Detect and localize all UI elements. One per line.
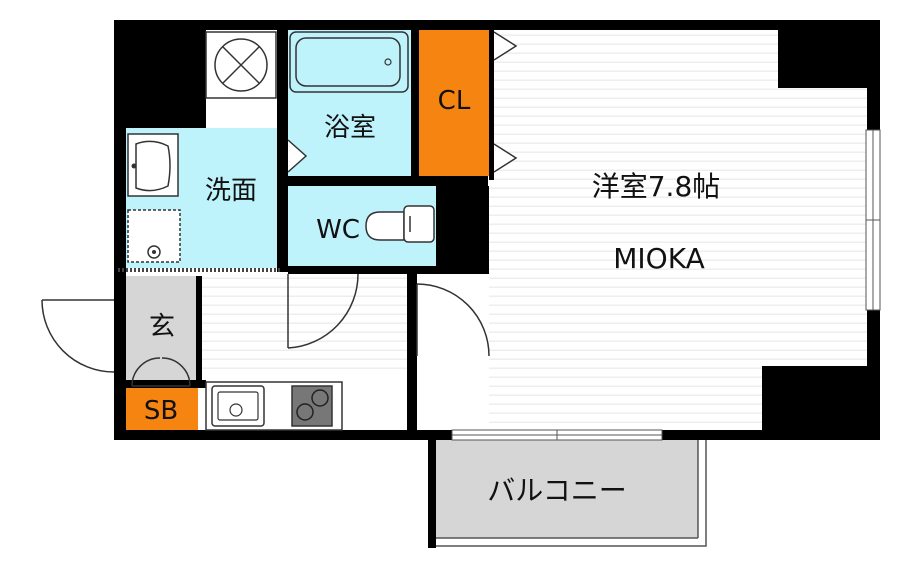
closet-doors[interactable] [493, 31, 518, 173]
bathroom-label: 浴室 [324, 113, 376, 143]
toilet-label: WC [316, 215, 360, 245]
western-room-floor [489, 30, 867, 430]
washing-machine-icon [127, 209, 181, 263]
right-window [865, 129, 881, 311]
bathroom-door[interactable] [287, 139, 308, 173]
balcony-railing [436, 440, 707, 547]
ventilation-fan-icon [205, 31, 277, 99]
washroom-label: 洗面 [205, 176, 257, 206]
balcony-label: バルコニー [487, 474, 626, 507]
entrance-door[interactable] [41, 299, 115, 373]
balcony-floor [436, 438, 698, 538]
washbasin-icon [127, 133, 179, 197]
owner-name-label: MIOKA [613, 242, 704, 275]
toilet-door[interactable] [287, 273, 359, 349]
entrance-floor [126, 276, 200, 382]
shoe-box-label: SB [144, 396, 178, 426]
stove-icon [291, 385, 333, 427]
room-door[interactable] [416, 283, 490, 357]
western-room-label: 洋室7.8帖 [592, 170, 721, 203]
bathtub-icon [289, 31, 409, 93]
closet-fill [419, 30, 489, 176]
closet-label: CL [438, 86, 471, 116]
entrance-label: 玄 [149, 312, 175, 342]
kitchen-hall-floor [200, 272, 412, 376]
shoe-box-doors[interactable] [131, 357, 191, 387]
kitchen-sink-icon [211, 385, 265, 427]
balcony-window [451, 429, 663, 441]
toilet-bowl-icon [365, 205, 435, 243]
shoe-box-fill [124, 388, 198, 430]
